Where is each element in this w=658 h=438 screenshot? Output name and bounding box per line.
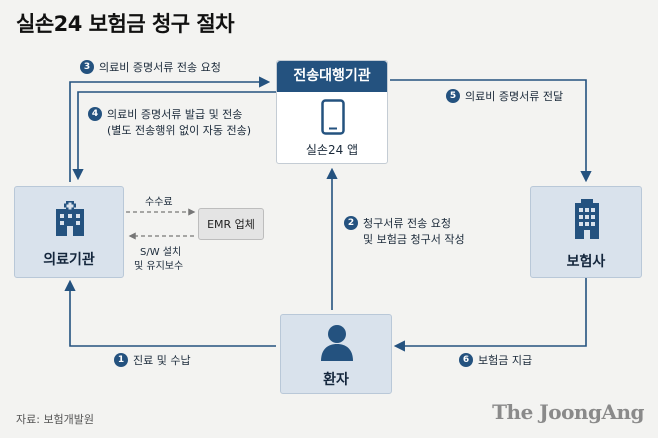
step-3: 3 의료비 증명서류 전송 요청	[80, 60, 221, 76]
step-2-badge: 2	[344, 216, 358, 230]
arrow-step5	[390, 79, 592, 183]
page-title: 실손24 보험금 청구 절차	[16, 12, 235, 36]
step-4-text-line2: (별도 전송행위 없이 자동 전송)	[107, 124, 252, 137]
step-6-badge: 6	[459, 353, 473, 367]
step-3-badge: 3	[80, 60, 94, 74]
step-1: 1 진료 및 수납	[114, 353, 191, 369]
step-4: 4 의료비 증명서류 발급 및 전송 (별도 전송행위 없이 자동 전송)	[88, 107, 251, 139]
hospital-icon	[56, 201, 84, 236]
step-2-text-line1: 청구서류 전송 요청	[363, 217, 451, 230]
fee-label: 수수료	[145, 197, 173, 208]
step-4-text-line1: 의료비 증명서류 발급 및 전송	[107, 108, 243, 121]
patient-label: 환자	[323, 372, 349, 388]
support-label-line1: S/W 설치	[140, 247, 182, 258]
step-2-text-line2: 및 보험금 청구서 작성	[363, 233, 465, 246]
step-1-badge: 1	[114, 353, 128, 367]
step-6-text: 보험금 지급	[478, 354, 533, 367]
patient-node: 환자	[280, 314, 392, 394]
emr-vendor-node: EMR 업체	[198, 208, 264, 240]
arrow-step4	[72, 91, 276, 181]
building-icon	[575, 199, 599, 239]
arrow-step1	[64, 279, 276, 347]
step-2: 2 청구서류 전송 요청 및 보험금 청구서 작성	[344, 216, 465, 248]
step-5-text: 의료비 증명서류 전달	[465, 90, 564, 103]
step-1-text: 진료 및 수납	[133, 354, 191, 367]
brand-logo: The JoongAng	[492, 400, 644, 424]
person-icon	[321, 325, 353, 361]
step-5-badge: 5	[446, 89, 460, 103]
smartphone-icon	[321, 99, 345, 135]
step-5: 5 의료비 증명서류 전달	[446, 89, 563, 105]
arrow-step3	[69, 76, 271, 182]
app-label: 실손24 앱	[305, 143, 359, 157]
transfer-agency-node: 전송대행기관 실손24 앱	[276, 60, 388, 164]
source-credit: 자료: 보험개발원	[16, 413, 95, 426]
hospital-label: 의료기관	[43, 252, 95, 268]
step-4-badge: 4	[88, 107, 102, 121]
insurer-label: 보험사	[566, 254, 606, 270]
support-label-line2: 및 유지보수	[134, 261, 184, 272]
transfer-agency-header: 전송대행기관	[277, 61, 387, 92]
arrow-step6	[393, 270, 587, 352]
step-3-text: 의료비 증명서류 전송 요청	[99, 61, 221, 74]
step-6: 6 보험금 지급	[459, 353, 532, 369]
hospital-node: 의료기관	[14, 186, 124, 278]
insurer-node: 보험사	[530, 186, 642, 278]
